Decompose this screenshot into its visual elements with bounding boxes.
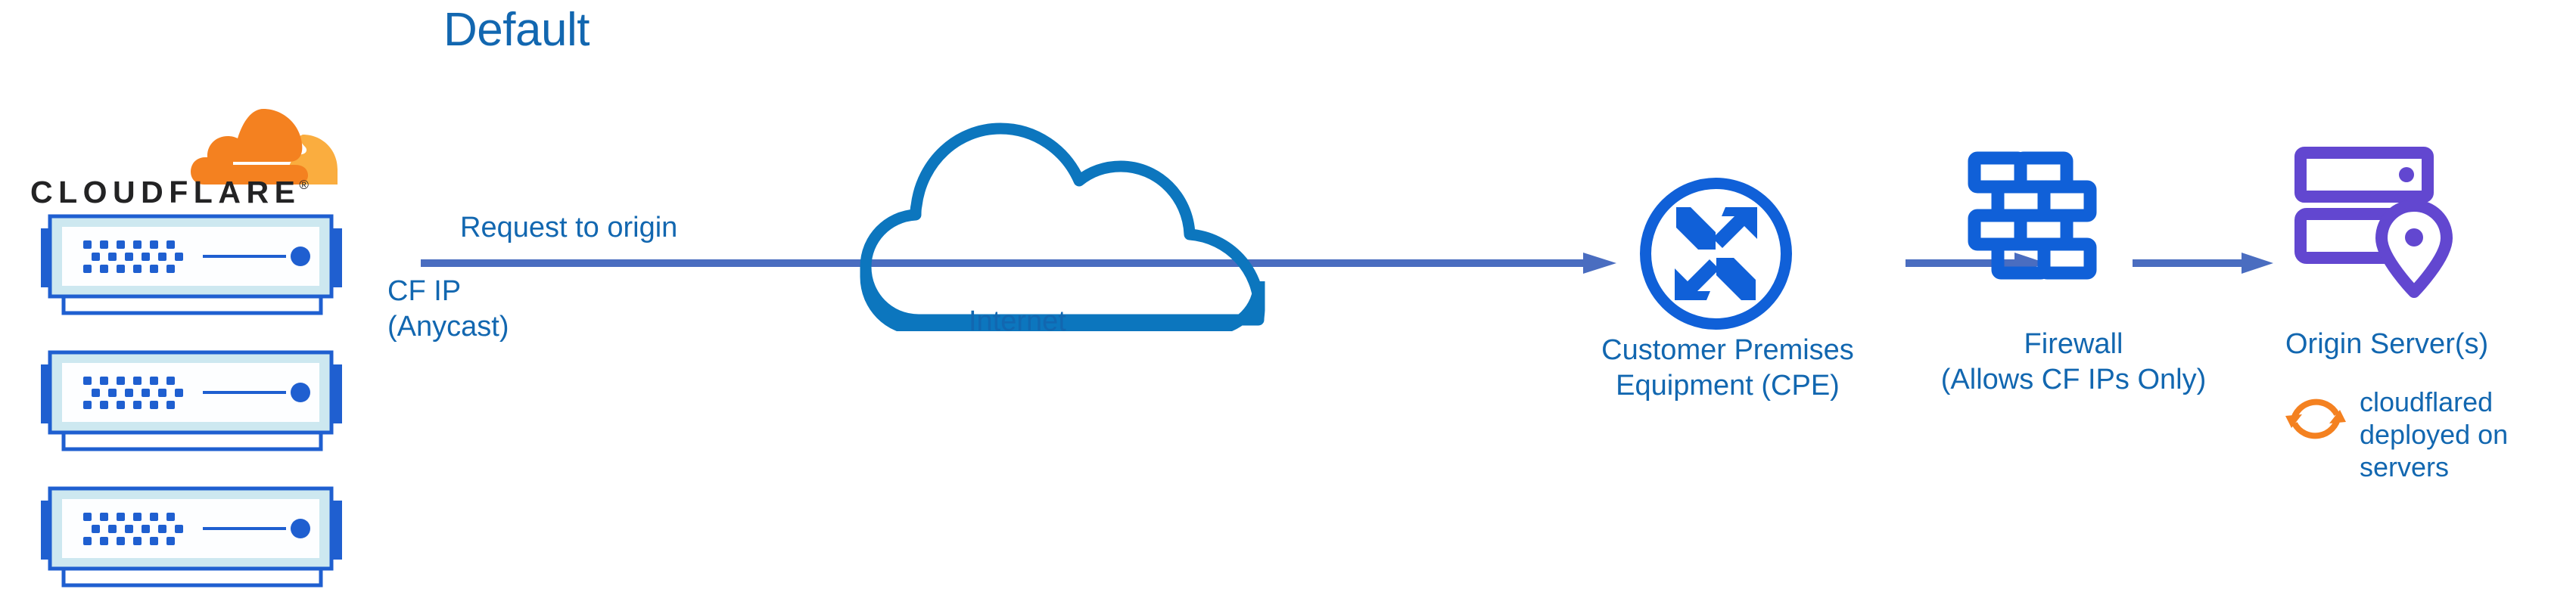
label-cf-ip-anycast: CF IP (Anycast): [387, 275, 509, 343]
node-label-origin-server: Origin Server(s): [2285, 328, 2489, 360]
sync-arrows-circular-icon: [2285, 398, 2346, 439]
network-switch-icon: [41, 350, 342, 451]
node-label-cpe: Customer Premises Equipment (CPE): [1601, 334, 1854, 402]
page-title: Default: [443, 4, 590, 56]
cloudflare-cloud-icon: [191, 109, 338, 185]
router-arrows-circle-icon: [1640, 178, 1792, 330]
connector-arrow-cloudflare-to-cpe: [421, 253, 1616, 274]
network-switch-icon: [41, 214, 342, 315]
connector-label-request-to-origin: Request to origin: [460, 212, 678, 243]
node-label-internet: Internet: [969, 305, 1066, 337]
connector-arrow-firewall-to-origin: [2133, 253, 2273, 274]
cloudflare-brand-block: CLOUDFLARE ®: [30, 106, 356, 208]
annotation-label-cloudflared: cloudflared deployed on servers: [2360, 386, 2509, 482]
cloud-outline-icon: [860, 122, 1265, 331]
cloudflare-wordmark-text: CLOUDFLARE: [30, 175, 301, 209]
network-switch-icon: [41, 486, 342, 588]
brick-wall-icon: [1968, 151, 2097, 280]
node-label-firewall: Firewall (Allows CF IPs Only): [1940, 328, 2207, 395]
cloudflare-wordmark: CLOUDFLARE ®: [30, 177, 356, 212]
server-stack-location-pin-icon: [2294, 147, 2453, 298]
registered-trademark-icon: ®: [299, 178, 309, 192]
